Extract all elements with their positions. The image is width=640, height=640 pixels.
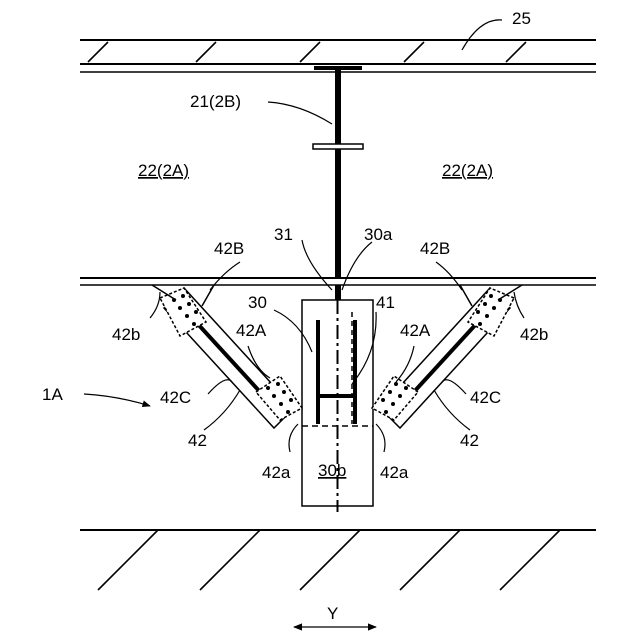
label-bolt: 31 [274,225,293,244]
label-slab: 25 [512,9,531,28]
label-brace-body-left: 42C [160,388,191,407]
label-plate: 41 [376,293,395,312]
label-brace-plate-left-top: 42B [214,239,244,258]
middle-slab [80,278,596,285]
label-brace-end-left-bottom: 42a [262,463,291,482]
lower-slab [80,530,596,590]
label-assembly: 1A [42,385,63,404]
label-post-bottom: 30b [318,461,346,480]
label-post: 30 [248,293,267,312]
label-brace-plate-left-bottom: 42A [236,321,267,340]
label-brace-body-right: 42C [470,388,501,407]
post [302,300,373,512]
label-beam: 21(2B) [190,92,241,111]
label-brace-left: 42 [188,431,207,450]
label-brace-end-right-bottom: 42a [380,463,409,482]
h-beam [313,66,363,278]
label-post-top: 30a [364,225,393,244]
label-brace-end-left-top: 42b [112,325,140,344]
label-brace-plate-right-top: 42B [420,239,450,258]
label-brace-right: 42 [460,431,479,450]
label-space-left: 22(2A) [138,161,189,180]
label-space-right: 22(2A) [442,161,493,180]
label-direction: Y [327,604,338,623]
label-brace-plate-right-bottom: 42A [400,321,431,340]
label-brace-end-right-top: 42b [520,325,548,344]
assembly-arrow [84,394,150,406]
